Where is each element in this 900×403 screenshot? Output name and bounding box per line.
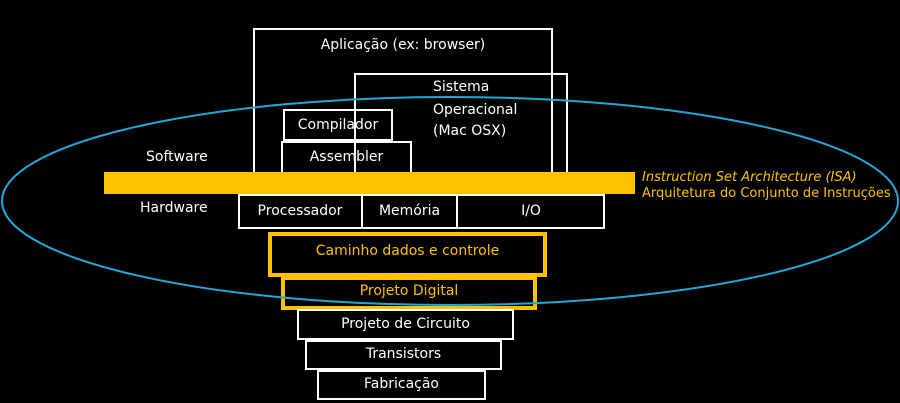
processor-label: Processador: [257, 203, 343, 219]
fabrication-box: [317, 370, 486, 400]
os-label-line1: Sistema: [433, 79, 490, 95]
fabrication-label: Fabricação: [364, 376, 439, 392]
isa-english-label: Instruction Set Architecture (ISA): [642, 170, 857, 185]
memory-box: [361, 194, 458, 229]
io-label: I/O: [521, 203, 541, 219]
datapath-label: Caminho dados e controle: [315, 243, 500, 259]
os-label-line2: Operacional: [433, 102, 518, 118]
digital-design-label: Projeto Digital: [359, 283, 459, 299]
os-label-line3: (Mac OSX): [433, 123, 507, 139]
software-label: Software: [146, 149, 208, 165]
memory-label: Memória: [378, 203, 441, 219]
isa-portuguese-label: Arquitetura do Conjunto de Instruções: [642, 186, 891, 201]
assembler-label: Assembler: [309, 149, 384, 165]
compiler-label: Compilador: [297, 117, 379, 133]
circuit-design-label: Projeto de Circuito: [341, 316, 470, 332]
digital-design-box: [281, 276, 537, 310]
transistors-label: Transistors: [365, 346, 442, 362]
compiler-box: [283, 109, 393, 141]
isa-bar: [104, 172, 635, 194]
datapath-box: [268, 232, 547, 277]
hardware-label: Hardware: [140, 200, 208, 216]
application-label: Aplicação (ex: browser): [320, 37, 486, 53]
circuit-design-box: [297, 309, 514, 340]
transistors-box: [305, 340, 502, 370]
